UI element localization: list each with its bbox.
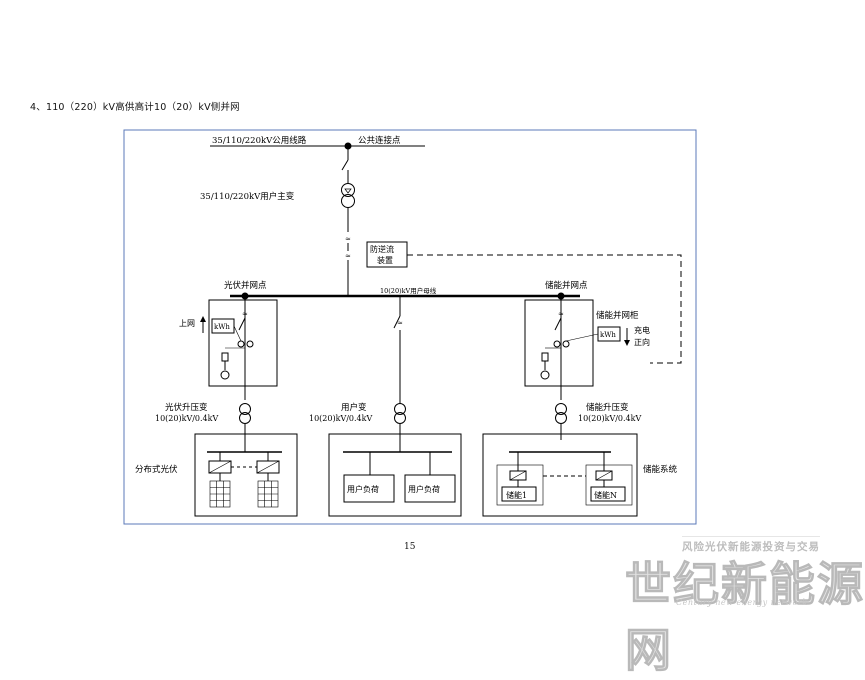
pv-panel-2 bbox=[257, 480, 279, 508]
pcc-label: 公共连接点 bbox=[358, 135, 401, 146]
user-load-box bbox=[328, 433, 462, 517]
storage-system-box bbox=[482, 433, 638, 517]
storage-unit-n-frame bbox=[585, 464, 633, 506]
storage-1-label: 储能1 bbox=[506, 490, 527, 500]
storage-unit-1 bbox=[501, 486, 537, 502]
storage-metering-cabinet bbox=[524, 299, 594, 387]
grid-connection-diagram: 35/110/220kV公用线路 公共连接点 35/110/220kV用户主变 … bbox=[123, 129, 697, 525]
page-number: 15 bbox=[404, 542, 416, 552]
user-load-2-label: 用户负荷 bbox=[408, 484, 440, 494]
pv-metering-cabinet bbox=[208, 299, 278, 387]
busbar-label: 10(20)kV用户母线 bbox=[380, 286, 437, 295]
svg-text:≈: ≈ bbox=[345, 235, 351, 243]
storage-unit-1-frame bbox=[496, 464, 544, 506]
distributed-pv-label: 分布式光伏 bbox=[135, 464, 178, 475]
pv-connection-label: 光伏并网点 bbox=[224, 280, 267, 291]
svg-text:≈: ≈ bbox=[345, 252, 351, 260]
pv-system-box bbox=[194, 433, 298, 517]
user-transformer-ratio: 10(20)kV/0.4kV bbox=[309, 414, 372, 423]
anti-reverse-label-2: 装置 bbox=[377, 255, 393, 265]
anti-reverse-label-1: 防逆流 bbox=[370, 244, 394, 254]
pv-kwh-label: kWh bbox=[214, 323, 230, 331]
pv-panel-1 bbox=[209, 480, 231, 508]
storage-kwh-label: kWh bbox=[600, 331, 616, 339]
watermark-logo-text: 世纪新能源网 bbox=[625, 557, 865, 678]
svg-text:≈: ≈ bbox=[242, 310, 248, 318]
user-load-1-label: 用户负荷 bbox=[347, 484, 379, 494]
storage-system-label: 储能系统 bbox=[643, 464, 678, 475]
storage-connection-label: 储能并网点 bbox=[545, 280, 588, 291]
charge-label-2: 正向 bbox=[634, 337, 650, 347]
user-transformer-label: 用户变 bbox=[341, 402, 367, 413]
main-transformer-label: 35/110/220kV用户主变 bbox=[200, 191, 295, 202]
storage-unit-n bbox=[590, 486, 626, 502]
section-heading: 4、110（220）kV高供高计10（20）kV侧并网 bbox=[30, 102, 240, 113]
storage-cabinet-label: 储能并网柜 bbox=[596, 310, 639, 321]
user-load-2 bbox=[404, 474, 456, 503]
pv-step-up-label: 光伏升压变 bbox=[165, 402, 208, 413]
diagram-frame bbox=[123, 129, 697, 525]
pv-step-up-ratio: 10(20)kV/0.4kV bbox=[155, 414, 218, 423]
storage-step-up-label: 储能升压变 bbox=[586, 402, 629, 413]
main-transformer-symbol bbox=[341, 183, 355, 208]
svg-text:≈: ≈ bbox=[397, 319, 403, 327]
watermark-english-text: Century new energy network bbox=[676, 598, 808, 607]
watermark-top-text: 风险光伏新能源投资与交易 bbox=[682, 536, 820, 554]
charge-label-1: 充电 bbox=[634, 325, 650, 335]
svg-text:≈: ≈ bbox=[558, 310, 564, 318]
storage-step-up-ratio: 10(20)kV/0.4kV bbox=[578, 414, 641, 423]
upload-label: 上网 bbox=[179, 319, 195, 328]
storage-n-label: 储能N bbox=[594, 490, 617, 500]
line-label: 35/110/220kV公用线路 bbox=[212, 135, 307, 146]
user-load-1 bbox=[343, 474, 395, 503]
